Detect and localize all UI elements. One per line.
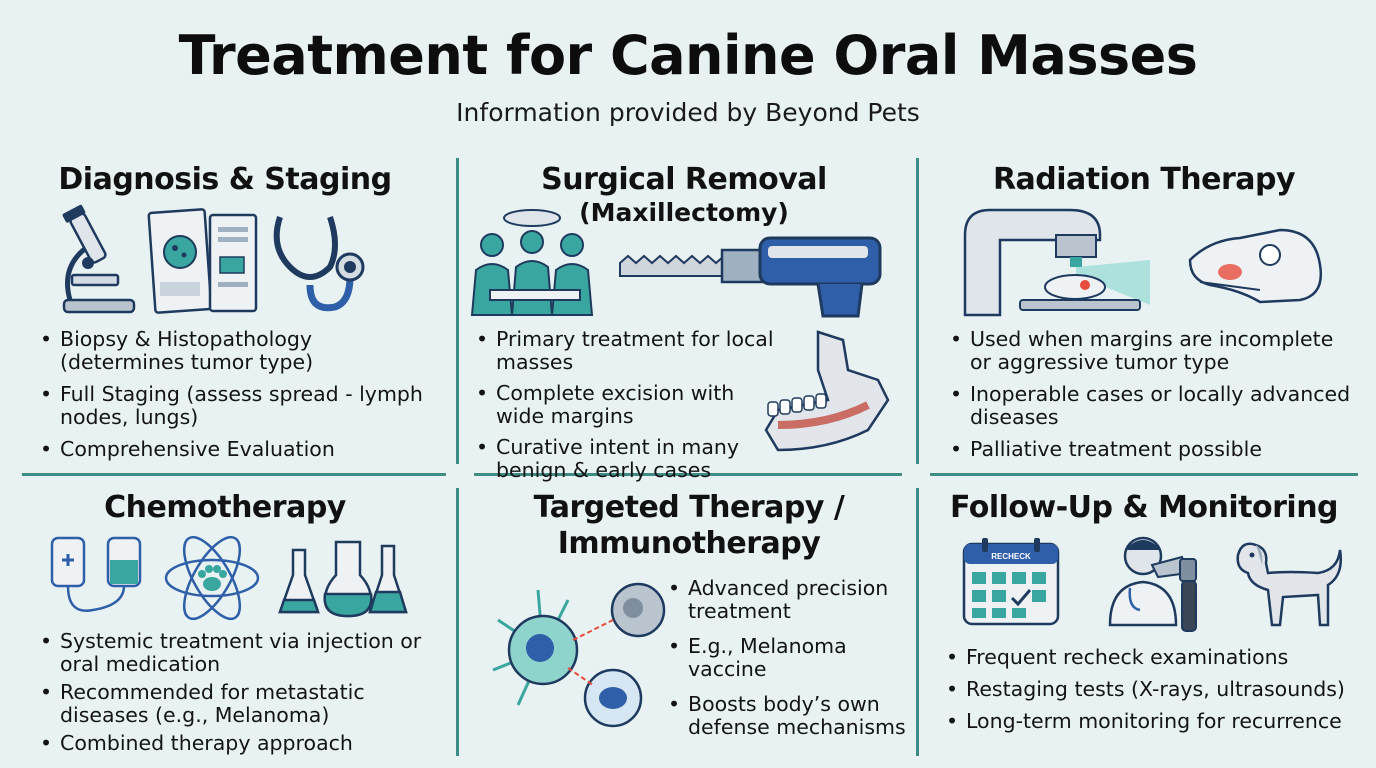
slides-icon [147,208,258,314]
bullet-list: Advanced precision treatment E.g., Melan… [666,577,910,748]
page-title: Treatment for Canine Oral Masses [178,24,1198,87]
list-item: Complete excision with wide margins [474,382,774,428]
panel-title: Diagnosis & Staging [58,162,392,197]
list-item: Boosts body’s own defense mechanisms [666,693,910,739]
panel-subtitle: (Maxillectomy) [579,198,789,227]
divider-horizontal-right [930,473,1358,476]
calendar-icon: RECHECK [962,538,1060,626]
panel-title-line-1: Targeted Therapy / [533,490,845,525]
divider-vertical-right-bottom [916,488,919,756]
list-item: Advanced precision treatment [666,577,910,623]
list-item: Long-term monitoring for recurrence [944,710,1364,734]
panel-title: Chemotherapy [104,490,346,525]
panel-title: Follow-Up & Monitoring [949,490,1339,525]
dog-skull-icon [1188,228,1323,304]
list-item: Curative intent in many benign & early c… [474,436,774,482]
list-item: Frequent recheck examinations [944,646,1364,670]
list-item: Restaging tests (X-rays, ultrasounds) [944,678,1364,702]
jaw-bone-icon [764,330,890,452]
page-subtitle: Information provided by Beyond Pets [456,98,920,127]
bullet-list: Frequent recheck examinations Restaging … [944,646,1364,742]
bone-saw-icon [619,236,882,318]
list-item: Palliative treatment possible [948,438,1358,462]
divider-vertical-left-bottom [456,488,459,756]
list-item: Systemic treatment via injection or oral… [38,630,448,676]
stethoscope-icon [273,216,365,312]
list-item: Full Staging (assess spread - lymph node… [38,383,438,429]
panel-title: Surgical Removal [541,162,827,197]
divider-vertical-right-top [916,158,919,464]
bullet-list: Used when margins are incomplete or aggr… [948,328,1358,470]
panel-title: Radiation Therapy [992,162,1296,197]
bullet-list: Systemic treatment via injection or oral… [38,630,448,764]
bullet-list: Primary treatment for local masses Compl… [474,328,774,491]
linear-accelerator-icon [963,208,1150,317]
divider-vertical-left-top [456,158,459,464]
surgeons-icon [470,209,594,316]
dog-icon [1236,542,1342,627]
flasks-icon [278,540,408,618]
list-item: Primary treatment for local masses [474,328,774,374]
bullet-list: Biopsy & Histopathology (determines tumo… [38,328,438,470]
immune-cells-icon [492,582,666,728]
paw-atom-icon [164,535,260,621]
list-item: Combined therapy approach [38,732,448,756]
list-item: E.g., Melanoma vaccine [666,635,910,681]
list-item: Used when margins are incomplete or aggr… [948,328,1358,374]
panel-title-line-2: Immunotherapy [557,526,821,561]
list-item: Biopsy & Histopathology (determines tumo… [38,328,438,374]
iv-bag-icon [50,536,142,612]
microscope-icon [62,204,136,314]
list-item: Recommended for metastatic diseases (e.g… [38,681,448,727]
otoscope-icon [1150,555,1197,632]
divider-horizontal-left [22,473,446,476]
list-item: Comprehensive Evaluation [38,438,438,462]
list-item: Inoperable cases or locally advanced dis… [948,383,1358,429]
calendar-label: RECHECK [991,552,1031,561]
